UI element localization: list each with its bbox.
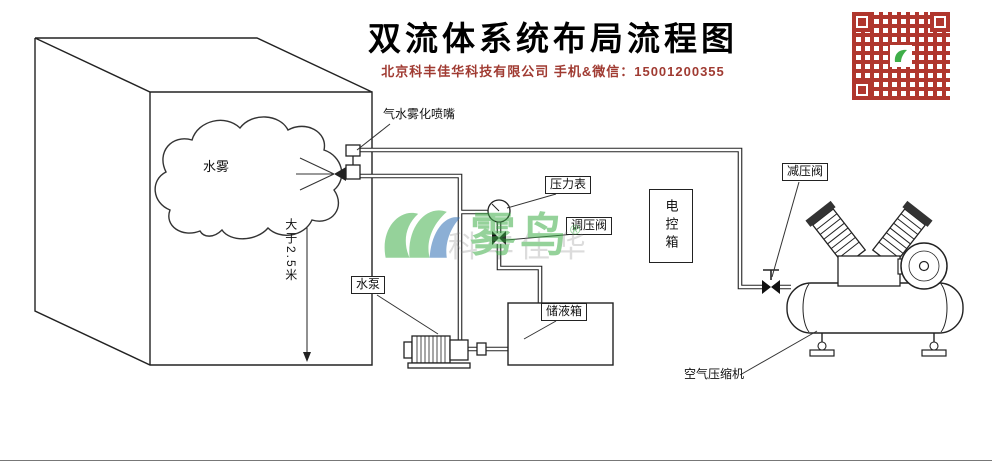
spray-lines <box>296 157 335 191</box>
leader-lines <box>356 123 818 376</box>
regulating-valve-symbol <box>492 231 506 245</box>
control-box-label: 电控箱 <box>663 199 679 253</box>
label-water-pump: 水泵 <box>351 276 386 294</box>
company-contact-line: 北京科丰佳华科技有限公司 手机&微信：15001200355 <box>381 64 725 79</box>
label-reducing-valve: 减压阀 <box>782 163 829 181</box>
water-pump-symbol <box>403 335 487 369</box>
mist-cloud <box>154 116 343 240</box>
pump-fins <box>416 336 446 363</box>
label-pressure-gauge: 压力表 <box>545 176 592 194</box>
qr-finder-icon <box>930 12 950 32</box>
label-min-height: 大于2.5米 <box>283 218 298 283</box>
label-air-compressor: 空气压缩机 <box>684 367 745 381</box>
qr-code <box>852 12 950 100</box>
qr-finder-icon <box>852 12 872 32</box>
reducing-valve-symbol <box>762 269 780 294</box>
page-title: 双流体系统布局流程图 <box>368 20 738 57</box>
qr-center-logo-icon <box>890 45 912 67</box>
label-nozzle: 气水雾化喷嘴 <box>383 107 456 121</box>
label-liquid-tank: 储液箱 <box>541 303 588 321</box>
pressure-gauge-symbol <box>487 199 511 223</box>
label-regulating-valve: 调压阀 <box>566 217 613 235</box>
qr-finder-icon <box>852 80 872 100</box>
air-compressor-symbol <box>786 200 964 357</box>
label-mist: 水雾 <box>203 159 230 174</box>
pipes <box>357 147 791 352</box>
nozzle-symbol <box>334 144 361 181</box>
room-box <box>34 37 373 366</box>
control-box: 电控箱 <box>649 189 693 263</box>
